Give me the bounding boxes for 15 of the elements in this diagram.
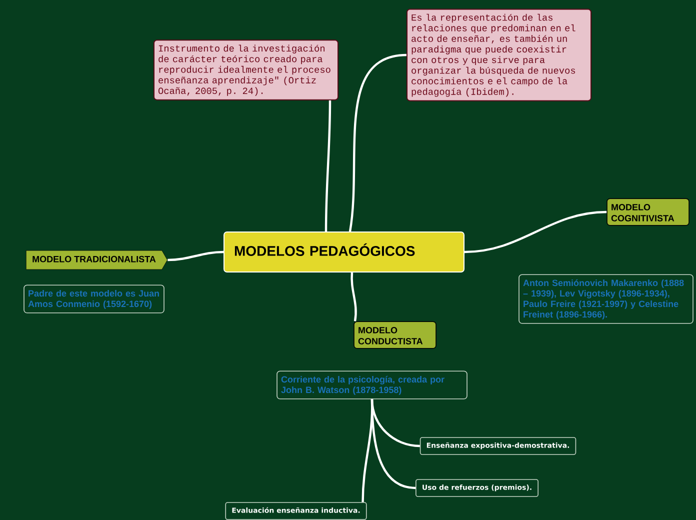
connector: [362, 399, 374, 502]
connector: [168, 250, 224, 262]
connector: [350, 272, 357, 322]
topic-box: MODELO CONDUCTISTA: [354, 321, 436, 349]
central-topic-box: MODELOS PEDAGÓGICOS: [224, 232, 464, 272]
definition-card: Instrumento de la investigación de carácter teórico creado para reproducir idealmente el proceso enseñanza aprendizaje" (Ortiz Ocaña, 2005, p. 24).: [154, 40, 338, 100]
topic-box: MODELO COGNITIVISTA: [606, 198, 690, 226]
connector: [348, 54, 407, 232]
note-box: Anton Semiónovich Makarenko (1888 – 1939), Lev Vigotsky (1896-1934), Paulo Freire (1921-1997) y Celestine Freinet (1896-1966).: [518, 274, 694, 324]
connector: [324, 100, 332, 232]
definition-card: Es la representación de las relaciones que predominan en el acto de enseñar, es también un paradigma que puede coexistir con otros y que sirve para organizar la búsqueda de nuevos conocimientos e el campo de la pedagogía (Ibidem).: [406, 8, 592, 102]
topic-banner: MODELO TRADICIONALISTA: [26, 250, 168, 270]
note-box: Padre de este modelo es Juan Amos Conmenio (1592-1670): [24, 284, 164, 314]
connector: [464, 210, 607, 254]
note-box: Corriente de la psicología, creada por John B. Watson (1878-1958): [276, 370, 468, 400]
